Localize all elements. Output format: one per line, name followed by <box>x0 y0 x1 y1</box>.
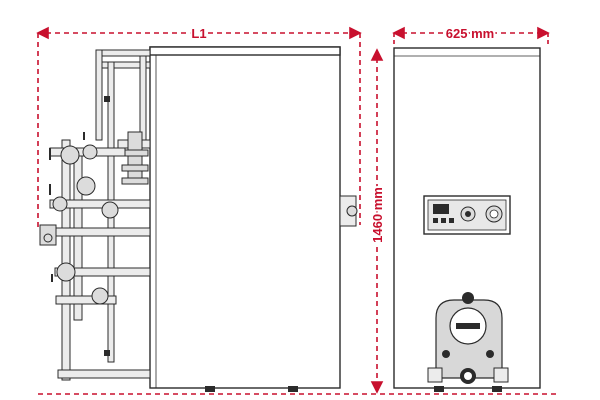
front-foot-left <box>434 386 444 392</box>
side-foot-right <box>288 386 298 392</box>
side-cabinet <box>149 46 341 389</box>
height-arrow-bottom-icon <box>370 381 384 394</box>
height-label: 1460 mm <box>370 187 385 243</box>
l1-arrow-left-icon <box>36 26 49 40</box>
l1-label: L1 <box>191 26 206 41</box>
width-arrow-right-icon <box>537 26 550 40</box>
side-foot-left <box>205 386 215 392</box>
height-arrow-top-icon <box>370 48 384 61</box>
side-cabinet-lip <box>149 46 341 56</box>
pipe-assembly <box>39 49 151 381</box>
l1-arrow-right-icon <box>349 26 362 40</box>
dimension-lines <box>36 26 560 395</box>
display-icon <box>433 204 449 214</box>
control-panel <box>423 195 511 235</box>
valve-icon <box>60 145 80 165</box>
side-view <box>39 46 358 392</box>
front-view <box>393 47 541 392</box>
burner-door <box>427 292 509 384</box>
width-arrow-left-icon <box>392 26 405 40</box>
width-label: 625 mm <box>446 26 494 41</box>
front-foot-right <box>492 386 502 392</box>
